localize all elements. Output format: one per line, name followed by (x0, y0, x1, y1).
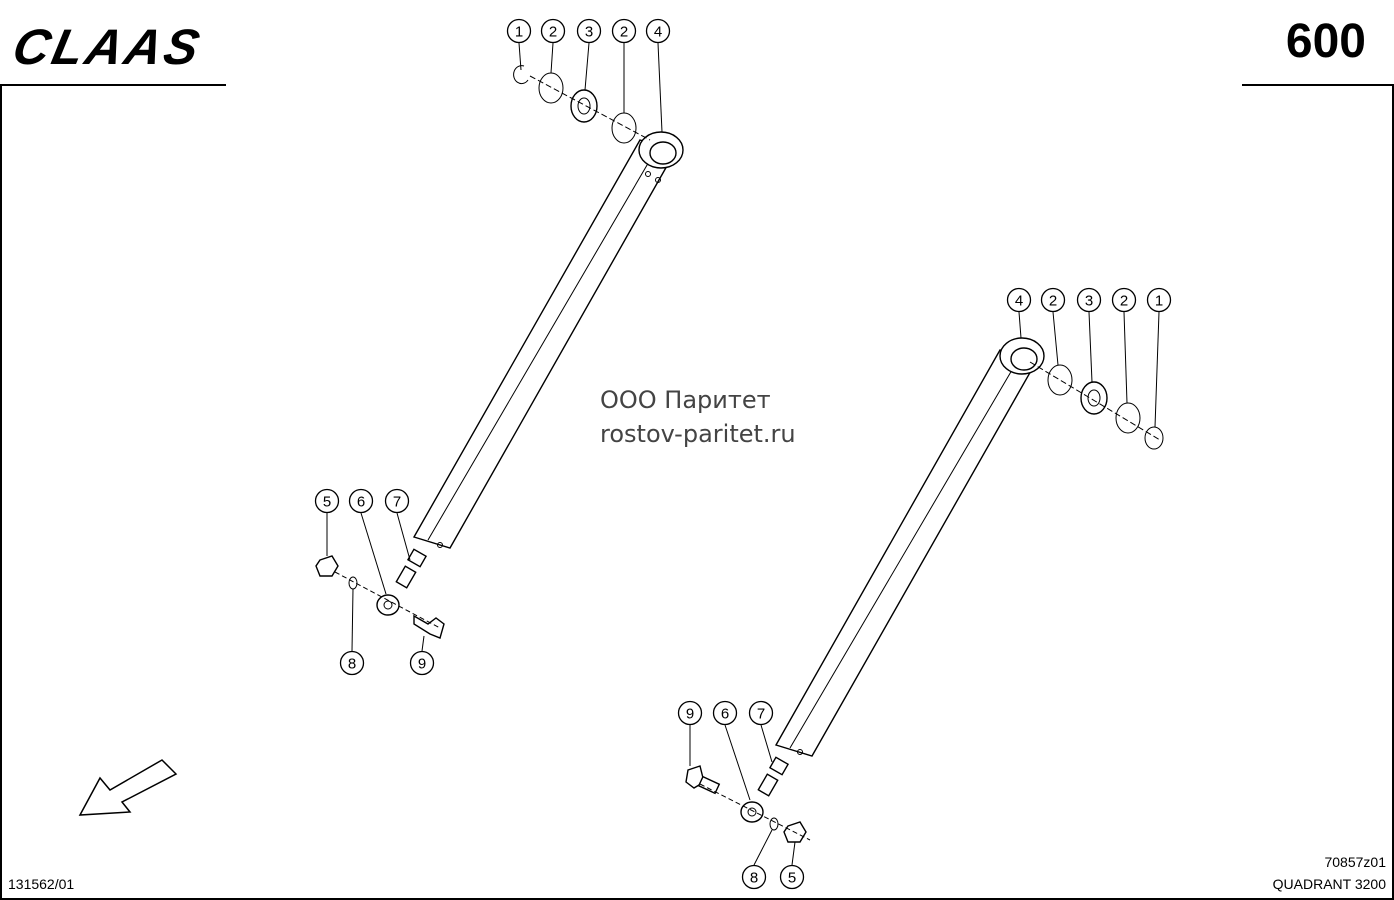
callout-top-right-assembly-1: 2 (1040, 287, 1066, 313)
left-end-fitting (315, 548, 445, 639)
callout-leader (1018, 311, 1022, 339)
callout-label: 1 (1155, 293, 1163, 310)
left-bearing-parts (513, 65, 651, 144)
watermark-site: rostov-paritet.ru (600, 420, 796, 448)
callout-label: 1 (515, 24, 523, 41)
callout-lower-right-assembly-2: 7 (748, 700, 774, 726)
callout-label: 6 (357, 494, 365, 511)
watermark: ООО Паритет rostov-paritet.ru (600, 383, 796, 451)
callout-leader (584, 42, 590, 91)
right-end-fitting (685, 756, 811, 843)
right-rod (774, 337, 1045, 757)
callout-lower-right-assembly-4: 5 (779, 864, 805, 890)
callout-label: 7 (393, 494, 401, 511)
callout-lower-right-assembly-3: 8 (741, 864, 767, 890)
arrow-icon (78, 759, 178, 816)
callout-leader (351, 588, 354, 652)
callout-label: 2 (1049, 293, 1057, 310)
callout-leader (1088, 311, 1093, 383)
callout-leader (724, 724, 751, 801)
drawing-reference: 131562/01 (8, 876, 75, 892)
callout-label: 5 (788, 870, 796, 887)
callout-leader (753, 829, 773, 866)
header-rule-right (1242, 84, 1394, 86)
callout-leader (760, 724, 773, 763)
callout-leader (396, 512, 411, 561)
callout-label: 4 (1015, 293, 1023, 310)
callout-top-left-assembly-0: 1 (506, 18, 532, 44)
callout-leader (791, 841, 796, 866)
callout-label: 8 (750, 870, 758, 887)
callout-top-right-assembly-4: 1 (1146, 287, 1172, 313)
model-name: QUADRANT 3200 (1272, 876, 1386, 892)
callout-lower-left-assembly-2: 7 (384, 488, 410, 514)
callout-leader (518, 42, 522, 71)
callout-label: 3 (1085, 293, 1093, 310)
callout-lower-right-assembly-1: 6 (712, 700, 738, 726)
left-rod (412, 131, 684, 549)
header-rule-left (0, 84, 226, 86)
callout-label: 9 (686, 706, 694, 723)
callout-top-left-assembly-4: 4 (645, 18, 671, 44)
callout-leader (550, 42, 554, 74)
callout-leader (1052, 311, 1059, 366)
callout-top-right-assembly-3: 2 (1111, 287, 1137, 313)
callout-lower-left-assembly-3: 8 (339, 650, 365, 676)
callout-label: 2 (549, 24, 557, 41)
callout-label: 4 (654, 24, 662, 41)
callout-label: 2 (1120, 293, 1128, 310)
callout-label: 2 (620, 24, 628, 41)
callout-leader (421, 635, 425, 652)
right-bearing-parts (1029, 361, 1164, 450)
callout-label: 7 (757, 706, 765, 723)
border-right (1392, 84, 1394, 900)
border-left (0, 84, 2, 900)
callout-leader (360, 512, 387, 595)
callout-group: 1 2 3 2 4 5 6 7 8 9 4 2 3 2 1 9 6 7 8 5 (314, 18, 1172, 890)
callout-lower-left-assembly-1: 6 (348, 488, 374, 514)
callout-top-left-assembly-1: 2 (540, 18, 566, 44)
callout-label: 8 (348, 656, 356, 673)
callout-lower-right-assembly-0: 9 (677, 700, 703, 726)
callout-top-left-assembly-3: 2 (611, 18, 637, 44)
watermark-company: ООО Паритет (600, 386, 771, 414)
callout-top-right-assembly-0: 4 (1006, 287, 1032, 313)
callout-label: 5 (323, 494, 331, 511)
callout-top-left-assembly-2: 3 (576, 18, 602, 44)
callout-top-right-assembly-2: 3 (1076, 287, 1102, 313)
callout-leader (1123, 311, 1128, 404)
callout-leader (1154, 311, 1160, 428)
callout-label: 3 (585, 24, 593, 41)
callout-label: 9 (418, 656, 426, 673)
callout-lower-left-assembly-4: 9 (409, 650, 435, 676)
callout-lower-left-assembly-0: 5 (314, 488, 340, 514)
page-number: 600 (1285, 15, 1366, 68)
figure-code: 70857z01 (1324, 854, 1386, 870)
callout-leader (657, 42, 663, 133)
callout-label: 6 (721, 706, 729, 723)
border-bottom (0, 898, 1394, 900)
